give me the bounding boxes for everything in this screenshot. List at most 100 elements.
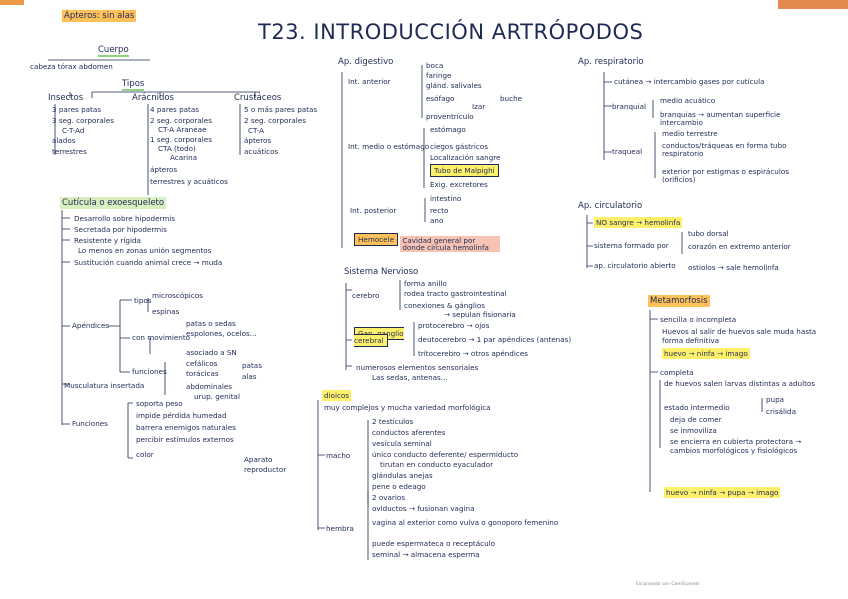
apteros-note-text: Ápteros: sin alas — [62, 10, 137, 22]
funciones-item: impide pérdida humedad — [136, 411, 227, 420]
malpighi-highlight: Tubo de Malpighi — [430, 164, 499, 177]
apendices-func-right: patas — [242, 361, 262, 370]
insectos-item: 3 pares patas — [52, 105, 102, 114]
branquial-label: branquial — [612, 102, 646, 111]
aracnidos-item: Acarina — [170, 153, 198, 162]
cerebro-label: cerebro — [352, 291, 380, 300]
cuticula-item: Lo menos en zonas unión segmentos — [78, 246, 212, 255]
int-anterior-buche: buche — [500, 94, 523, 103]
funciones-item: barrera enemigos naturales — [136, 423, 236, 432]
sencilla-desc: Huevos al salir de huevos sale muda hast… — [662, 327, 817, 345]
int-medio-item: Localización sangre — [430, 153, 501, 162]
aracnidos-item: terrestres y acuáticos — [150, 177, 228, 186]
tipos-title: Tipos — [122, 79, 145, 91]
insectos-title: Insectos — [48, 93, 84, 103]
apendices-funcion: urup. genital — [194, 392, 240, 401]
hemocele-desc: Cavidad general por donde circula hemoli… — [400, 236, 501, 253]
page-title: T23. INTRODUCCIÓN ARTRÓPODOS — [258, 20, 644, 44]
int-medio-malpighi: Tubo de Malpighi — [430, 164, 499, 177]
circ-sistema: sistema formado por — [594, 241, 669, 250]
cerebro-item: rodea tracto gastrointestinal — [404, 289, 507, 298]
apendices-tipo: espinas — [152, 307, 180, 316]
int-anterior-item: proventrículo — [426, 112, 474, 121]
int-medio-item: estómago — [430, 125, 466, 134]
aracnidos-item: ápteros — [150, 165, 178, 174]
metamorfosis-title-text: Metamorfosis — [648, 295, 710, 307]
int-anterior-item: glánd. salivales — [426, 81, 482, 90]
ganglio-label: Gan. ganglio cerebral — [354, 327, 410, 348]
cerebro-item: forma anillo — [404, 279, 447, 288]
dioicos-label-text: dioicos — [322, 390, 352, 401]
funciones-item: color — [136, 450, 154, 459]
tipos-columns — [54, 104, 241, 195]
crustaceos-item: 5 o más pares patas — [244, 105, 318, 114]
aracnidos-item: CTA (todo) — [158, 144, 196, 153]
int-medio-label: Int. medio o estómago — [348, 142, 430, 151]
traqueal-label: traqueal — [612, 147, 643, 156]
macho-item: conductos aferentes — [372, 428, 446, 437]
circ-no-sangre-text: NO sangre → hemolinfa — [594, 217, 683, 228]
cuticula-item: Desarrollo sobre hipodermis — [74, 214, 176, 223]
int-anterior-label: Int. anterior — [348, 77, 391, 86]
circ-no-sangre: NO sangre → hemolinfa — [594, 217, 683, 228]
completa-hl-text: huevo → ninfa → pupa → imago — [664, 487, 781, 498]
sensoriales-2: Las sedas, antenas... — [372, 373, 448, 382]
con-movimiento-item: asociado a SN — [186, 348, 237, 357]
apteros-note: Ápteros: sin alas — [62, 10, 137, 22]
hembra-item: 2 ovarios — [372, 493, 406, 502]
insectos-item: terrestres — [52, 147, 87, 156]
hembra-item: seminal → almacena esperma — [372, 550, 480, 559]
completa-item: se inmoviliza — [670, 426, 717, 435]
circulatorio-title: Ap. circulatorio — [578, 201, 643, 211]
reproductor-label: Aparato reproductor — [244, 455, 287, 475]
completa-hl: huevo → ninfa → pupa → imago — [664, 487, 781, 498]
branquial-item: medio acuático — [660, 96, 716, 105]
corner-tape-left — [0, 0, 24, 5]
metamorfosis-spine — [649, 310, 658, 492]
con-movimiento-item: espolones, ocelos... — [186, 329, 257, 338]
hemocele: Hemocele Cavidad general por donde circu… — [354, 233, 501, 253]
int-posterior-item: intestino — [430, 194, 462, 203]
cuticula-item: Resistente y rígida — [74, 236, 141, 245]
reproductor-spine — [317, 400, 325, 530]
ganglio-item: deutocerebro → 1 par apéndices (antenas) — [418, 335, 572, 344]
sensoriales: numerosos elementos sensoriales — [356, 363, 479, 372]
apendices-sub — [147, 298, 166, 395]
hembra-item: oviductos → fusionan vagina — [372, 504, 475, 513]
hembra-item: puede espermateca o receptáculo — [372, 539, 496, 548]
insectos-item: C-T-Ad — [62, 126, 85, 135]
traqueal-item: medio terrestre — [662, 129, 718, 138]
crustaceos-item: CT-A — [248, 126, 265, 135]
funciones-item: soporta peso — [136, 399, 183, 408]
circulatorio-spine — [586, 215, 593, 268]
circ-sistema-item: corazón en extremo anterior — [688, 242, 791, 251]
digestivo-title: Ap. digestivo — [338, 57, 394, 67]
completa-item: se encierra en cubierta protectora → cam… — [670, 437, 802, 455]
branquial-item: branquias → aumentan superficie intercam… — [660, 110, 781, 127]
crustaceos-item: acuáticos — [244, 147, 279, 156]
sencilla-hl-text: huevo → ninfa → imago — [662, 348, 750, 359]
circ-abierto-item: ostiolos → sale hemolinfa — [688, 263, 779, 272]
macho-item: tirutan en conducto eyaculador — [380, 460, 494, 469]
crustaceos-title: Crustáceos — [234, 93, 282, 103]
corner-tape-right — [778, 0, 848, 9]
apendices-funcion: cefálicos — [186, 359, 218, 368]
completa-item: deja de comer — [670, 415, 722, 424]
int-medio-item: ciegos gástricos — [430, 142, 488, 151]
int-anterior-item: faringe — [426, 71, 452, 80]
aracnidos-title: Arácnidos — [132, 93, 174, 103]
ganglio-item: tritocerebro → otros apéndices — [418, 349, 528, 358]
respiratorio-title: Ap. respiratorio — [578, 57, 644, 67]
insectos-item: alados — [52, 136, 76, 145]
funciones-bracket — [127, 402, 133, 459]
ganglio-item: protocerebro → ojos — [418, 321, 490, 330]
metamorfosis-title: Metamorfosis — [648, 295, 710, 307]
watermark: Escaneado con CamScanner — [636, 582, 701, 587]
apendices-funcion: torácicas — [186, 369, 219, 378]
int-anterior-item: esófago — [426, 94, 455, 103]
macho-item: vesícula seminal — [372, 439, 432, 448]
con-movimiento-label: con movimiento — [132, 333, 191, 342]
circ-abierto: ap. circulatorio abierto — [594, 261, 676, 270]
aracnidos-item: CT-A Araneae — [158, 125, 207, 134]
